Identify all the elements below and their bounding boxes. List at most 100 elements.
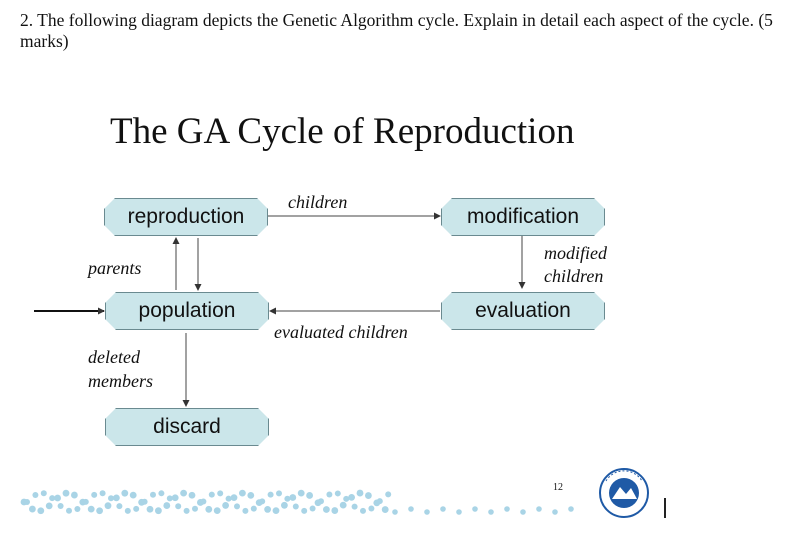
decoration-dot [74,505,81,512]
decoration-dot [188,491,196,499]
decoration-dot [150,491,156,498]
decoration-dot [213,507,221,515]
decoration-dot [259,498,266,505]
decoration-dot [301,507,308,514]
decoration-dot [166,495,173,502]
decoration-dot [334,490,341,497]
decoration-dot [180,489,188,497]
decoration-dot [116,503,123,510]
node-discard: discard [105,408,269,446]
decoration-dot [239,489,246,497]
decoration-dot [108,495,114,502]
decoration-dot [306,492,313,499]
decoration-dot [124,507,131,514]
decoration-dot [158,490,165,497]
decoration-dot [368,505,375,512]
label-parents: parents [88,258,142,278]
decoration-dot [217,490,224,497]
decoration-dot [536,506,542,512]
decoration-dot [54,494,61,502]
decoration-dot [146,505,154,513]
decoration-dot [552,509,558,515]
decoration-dot [348,493,355,501]
decoration-dot [208,491,215,498]
decoration-dot [323,506,330,513]
decoration-dot [29,505,36,513]
label-modified-line1: modified [544,243,607,263]
decoration-dot [183,507,190,514]
decoration-dot [141,498,148,505]
decoration-dot [200,498,207,505]
node-population: population [105,292,269,330]
decoration-dot [91,491,98,498]
decoration-dot [121,489,129,497]
decoration-dot [40,490,47,497]
decoration-dot [276,490,282,497]
decoration-dot [360,507,366,514]
decoration-dot [49,495,56,502]
decoration-dot [82,498,89,505]
decoration-dot [488,509,494,515]
decoration-dot [424,509,430,515]
decoration-dot [163,502,171,509]
decoration-dot [87,505,95,513]
decoration-dot [32,491,39,498]
decoration-dot [339,501,347,509]
label-modified-line2: children [544,266,604,286]
decoration-dot [267,491,274,498]
decoration-dot [175,503,182,510]
slide-title: The GA Cycle of Reproduction [110,111,575,152]
decoration-dot [171,494,179,502]
label-deleted-line2: members [88,371,153,391]
decoration-dot [408,506,414,512]
node-evaluation: evaluation [441,292,605,330]
node-modification: modification [441,198,605,236]
decoration-dot [297,489,305,497]
decoration-dot [351,503,358,510]
decoration-dot [284,495,291,502]
decoration-dot [133,505,140,512]
decoration-dot [520,509,526,515]
decoration-dot [456,509,462,515]
decoration-dot [309,505,316,512]
decoration-dot [281,501,288,509]
decoration-dot [392,509,398,515]
decoration-dot [247,491,255,499]
decoration-dot [99,490,106,497]
decoration-dot [292,503,299,510]
decoration-dot [62,489,70,497]
decoration-dot [289,494,297,501]
decoration-dot [318,498,324,505]
decoration-dot [37,507,45,515]
decoration-dot [234,503,240,510]
decoration-dot [272,507,280,515]
decoration-dot [343,495,350,502]
label-children: children [288,192,348,212]
decoration-dot [24,499,30,505]
decoration-dot [568,506,574,512]
decoration-dot [192,505,198,512]
decoration-dot [113,494,120,502]
decoration-dot [155,507,162,515]
decoration-dot [222,502,230,509]
decoration-dot [96,507,103,515]
decoration-dot [205,505,213,513]
decoration-dot [57,502,64,509]
decoration-dot [45,502,53,510]
decoration-dot [365,492,372,499]
decoration-dot [356,489,364,497]
decoration-dot [264,506,271,513]
text-cursor [664,498,666,518]
label-deleted-line1: deleted [88,347,140,367]
decoration-dot [504,506,510,512]
question-text: 2. The following diagram depicts the Gen… [20,10,773,51]
label-evaluated-children: evaluated children [274,322,408,342]
decoration-dot [385,491,392,498]
decoration-dot [71,491,78,499]
node-reproduction: reproduction [104,198,268,236]
decoration-dot [230,494,238,502]
decoration-dot [225,495,232,502]
